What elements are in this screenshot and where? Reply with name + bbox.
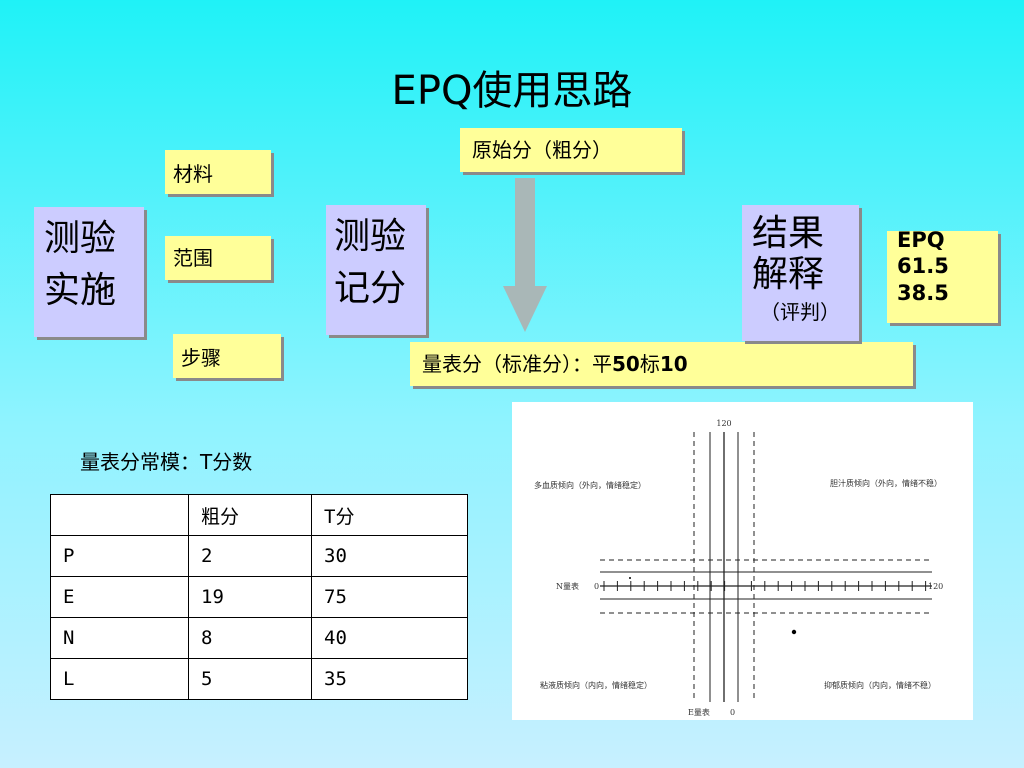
aspect-steps: 步骤 [173, 334, 281, 378]
epq-value-1: 61.5 [897, 254, 949, 279]
profile-ticks [603, 581, 927, 591]
profile-e-axis-label: E量表 [688, 707, 710, 717]
aspect-material: 材料 [165, 150, 271, 194]
raw-score-box: 原始分（粗分） [460, 128, 682, 172]
profile-right-value: 120 [928, 582, 943, 591]
standard-score-box: 量表分（标准分）：平50标10 [410, 342, 913, 386]
test-administration-line2: 实施 [44, 270, 117, 312]
epq-label: EPQ [897, 228, 945, 252]
result-line2: 解释 [752, 254, 825, 296]
profile-point [791, 629, 797, 635]
table-header-cell: T分 [311, 494, 468, 536]
table-row: E 19 75 [50, 576, 468, 618]
profile-bottom-zero: 0 [730, 708, 735, 717]
table-header-cell: 粗分 [188, 494, 312, 536]
test-scoring-box: 测验 记分 [326, 205, 426, 335]
standard-score-mean: 50 [612, 352, 640, 376]
quadrant-sanguine: 多血质倾向（外向，情绪稳定） [534, 480, 646, 490]
standard-score-mid: 标 [639, 352, 660, 376]
table-row: L 5 35 [50, 658, 468, 700]
profile-top-value: 120 [716, 419, 731, 428]
test-administration-box: 测验 实施 [34, 207, 144, 337]
test-administration-line1: 测验 [44, 218, 117, 259]
test-scoring-line2: 记分 [334, 268, 407, 310]
profile-left-zero: 0 [594, 582, 599, 591]
page-title: EPQ使用思路 [391, 68, 633, 114]
standard-score-sd: 10 [659, 352, 688, 376]
norm-title: 量表分常模：T分数 [80, 450, 253, 474]
profile-n-axis-label: N量表 [556, 581, 579, 591]
epq-value-2: 38.5 [897, 280, 949, 305]
profile-point [629, 577, 631, 579]
norm-table: 粗分 T分 P 2 30 E 19 75 N 8 40 L 5 35 [50, 494, 468, 700]
standard-score-prefix: 量表分（标准分）：平 [422, 352, 612, 376]
quadrant-phlegmatic: 粘液质倾向（内向，情绪稳定） [540, 680, 652, 690]
profile-svg: 120 120 0 N量表 E量表 0 多血质倾向（外向，情绪稳定） 胆汁质倾向… [534, 419, 943, 717]
table-header-cell [50, 494, 189, 536]
result-interpretation-box: 结果 解释 （评判） [742, 205, 859, 341]
table-header-row: 粗分 T分 [50, 494, 468, 536]
result-sub: （评判） [760, 299, 840, 324]
aspect-scope: 范围 [165, 236, 271, 280]
quadrant-choleric: 胆汁质倾向（外向，情绪不稳） [830, 478, 942, 488]
result-line1: 结果 [752, 213, 825, 254]
down-arrow-icon [503, 178, 547, 332]
epq-profile-chart: 120 120 0 N量表 E量表 0 多血质倾向（外向，情绪稳定） 胆汁质倾向… [512, 402, 973, 720]
table-row: P 2 30 [50, 535, 468, 577]
epq-values-box: EPQ 61.5 38.5 [887, 228, 998, 323]
quadrant-melancholic: 抑郁质倾向（内向，情绪不稳） [824, 680, 936, 690]
test-scoring-line1: 测验 [334, 216, 407, 257]
table-row: N 8 40 [50, 617, 468, 659]
